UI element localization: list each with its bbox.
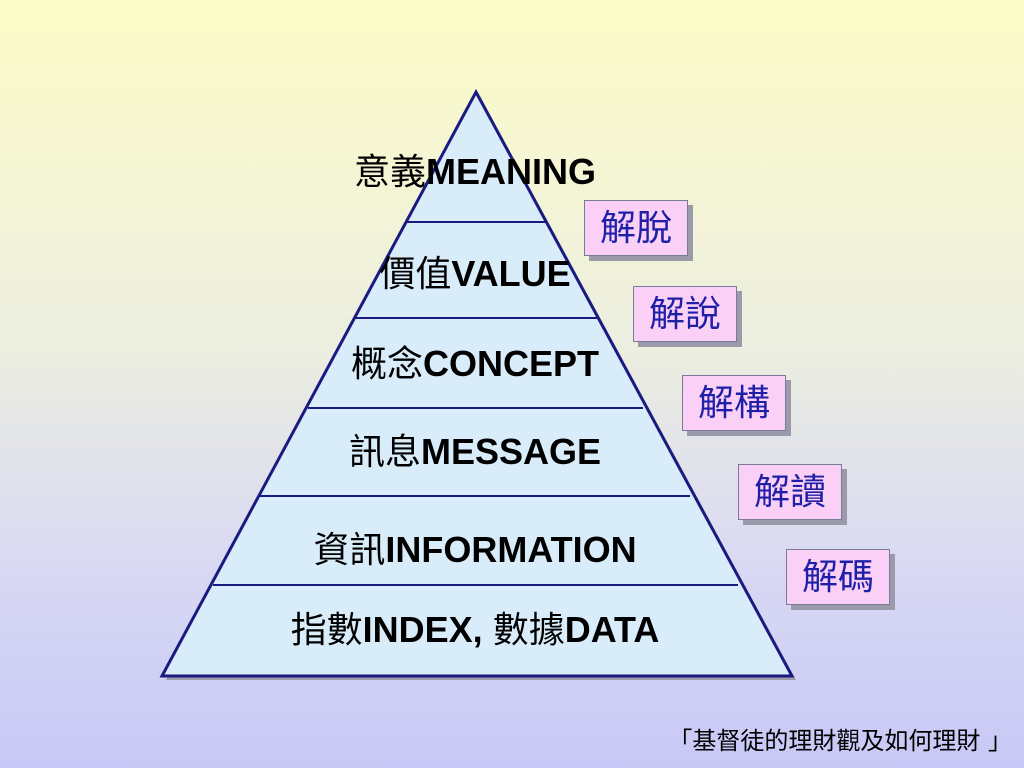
tier-information: 資訊INFORMATION xyxy=(313,529,637,571)
footer-caption: 「基督徒的理財觀及如何理財 」 xyxy=(668,727,1012,755)
badge-explanation: 解說 xyxy=(633,286,737,342)
tier-message: 訊息MESSAGE xyxy=(348,431,602,473)
badge-decoding: 解碼 xyxy=(786,549,890,605)
tier-meaning: 意義MEANING xyxy=(353,151,596,193)
tier-concept: 概念CONCEPT xyxy=(350,343,600,385)
badge-liberation: 解脫 xyxy=(584,200,688,256)
tier-index-data: 指數INDEX, 數據DATA xyxy=(290,609,660,651)
tier-value: 價值VALUE xyxy=(379,253,571,295)
badge-interpretation: 解讀 xyxy=(738,464,842,520)
pyramid-body xyxy=(159,88,795,678)
badge-deconstruction: 解構 xyxy=(682,375,786,431)
